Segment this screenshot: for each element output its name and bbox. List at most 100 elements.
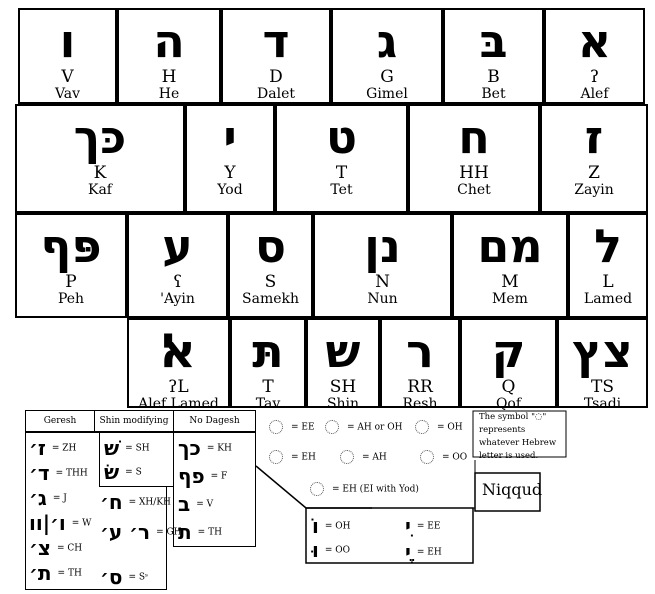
- placeholder-circle-icon: [310, 482, 324, 496]
- letter-name: Zayin: [574, 182, 614, 198]
- hebrew-glyph: צ׳: [29, 536, 51, 560]
- niqqud-item: = EE: [269, 420, 315, 434]
- transliteration: TS: [591, 377, 614, 397]
- hebrew-letter: ט: [325, 110, 358, 164]
- transliteration: S: [264, 272, 277, 292]
- nodagesh-header: No Dagesh: [173, 410, 256, 432]
- hebrew-letter: מם: [477, 219, 543, 273]
- sound: = TH: [57, 568, 82, 579]
- hebrew-letter: צץ: [572, 324, 633, 378]
- geresh-item: ג׳= J: [29, 486, 67, 510]
- hebrew-letter: ר: [406, 324, 434, 378]
- sound: = THH: [55, 468, 88, 479]
- sound: = EH (EI with Yod): [332, 484, 419, 495]
- transliteration: H: [161, 67, 177, 87]
- letter-name: Chet: [457, 182, 491, 198]
- placeholder-circle-icon: [269, 420, 283, 434]
- sound: = TH: [197, 527, 222, 538]
- vav-yod-item: ֶי = EH: [405, 540, 442, 564]
- hebrew-letter: י: [223, 110, 237, 164]
- letter-name: Tsadi: [583, 396, 622, 412]
- hebrew-glyph: וּ: [312, 538, 319, 562]
- hebrew-letter: ﭏ: [162, 324, 195, 378]
- hebrew-glyph: ִי: [405, 514, 411, 538]
- transliteration: T: [262, 377, 274, 397]
- sound: = AH or OH: [347, 422, 403, 433]
- placeholder-circle-icon: [325, 420, 339, 434]
- vav-yod-item: וֹ= OH: [312, 514, 351, 538]
- vav-yod-item: ִי = EE: [405, 514, 440, 538]
- letter-name: 'Ayin: [160, 291, 195, 307]
- sound: = OO: [442, 452, 468, 463]
- hebrew-glyph: ֶי: [405, 540, 411, 564]
- letter-name: Resh: [402, 396, 438, 412]
- niqqud-item: = EH: [269, 450, 316, 464]
- hebrew-glyph: ר׳ ע׳: [100, 520, 151, 544]
- hebrew-letter: בּ: [479, 14, 508, 68]
- hebrew-glyph: ד׳: [29, 461, 50, 485]
- hebrew-glyph: ס׳: [100, 565, 123, 589]
- niqqud-item: = EH (EI with Yod): [310, 482, 419, 496]
- letter-name: He: [158, 86, 180, 102]
- transliteration: ʕ: [172, 272, 183, 292]
- hebrew-letter: ח: [458, 110, 490, 164]
- hebrew-letter: ג: [376, 14, 398, 68]
- letter-name: Peh: [57, 291, 85, 307]
- hebrew-letter: כּך: [73, 110, 127, 164]
- transliteration: M: [501, 272, 519, 292]
- hebrew-letter: ק: [491, 324, 526, 378]
- transliteration: T: [335, 163, 348, 183]
- transliteration: Z: [588, 163, 600, 183]
- hebrew-letter: ס: [254, 219, 287, 273]
- placeholder-circle-icon: [415, 420, 429, 434]
- sound: = EE: [291, 422, 315, 433]
- geresh-item: ת׳= TH: [29, 561, 82, 585]
- letter-name: Alef: [580, 86, 609, 102]
- sound: = Sˢ: [128, 572, 149, 583]
- extra-item: ס׳ = Sˢ: [100, 565, 148, 589]
- transliteration: L: [602, 272, 614, 292]
- letter-name: Kaf: [88, 182, 112, 198]
- hebrew-letter: ו: [59, 14, 76, 68]
- sound: = V: [196, 499, 214, 510]
- geresh-item: ו׳|וו= W: [29, 511, 91, 535]
- nodagesh-item: כך= KH: [178, 436, 232, 460]
- hebrew-glyph: שׂ: [104, 460, 120, 484]
- hebrew-glyph: שׁ: [104, 436, 120, 460]
- transliteration: V: [61, 67, 74, 87]
- niqqud-item: = AH or OH: [325, 420, 402, 434]
- transliteration: RR: [407, 377, 433, 397]
- sound: = EE: [416, 521, 441, 532]
- sound: = J: [52, 493, 67, 504]
- sound: = EH: [416, 547, 442, 558]
- sound: = ZH: [51, 443, 77, 454]
- transliteration: Y: [224, 163, 236, 183]
- hebrew-glyph: כך: [178, 436, 201, 460]
- hebrew-letter: נן: [364, 219, 401, 273]
- niqqud-item: = AH: [340, 450, 387, 464]
- niqqud-note: The symbol "◌" represents whatever Hebre…: [479, 412, 557, 461]
- letter-name: Lamed: [583, 291, 633, 307]
- transliteration: P: [65, 272, 77, 292]
- sound: = OH: [324, 521, 351, 532]
- transliteration: ʔ: [589, 67, 600, 87]
- sound: = SH: [125, 443, 150, 454]
- hebrew-letter: פּף: [40, 219, 102, 273]
- letter-name: Mem: [492, 291, 528, 307]
- nodagesh-box: [173, 432, 256, 547]
- hebrew-glyph: פף: [178, 464, 205, 488]
- transliteration: Q: [501, 377, 516, 397]
- transliteration: HH: [459, 163, 489, 183]
- extra-item: ח׳= XH/KH: [100, 490, 171, 514]
